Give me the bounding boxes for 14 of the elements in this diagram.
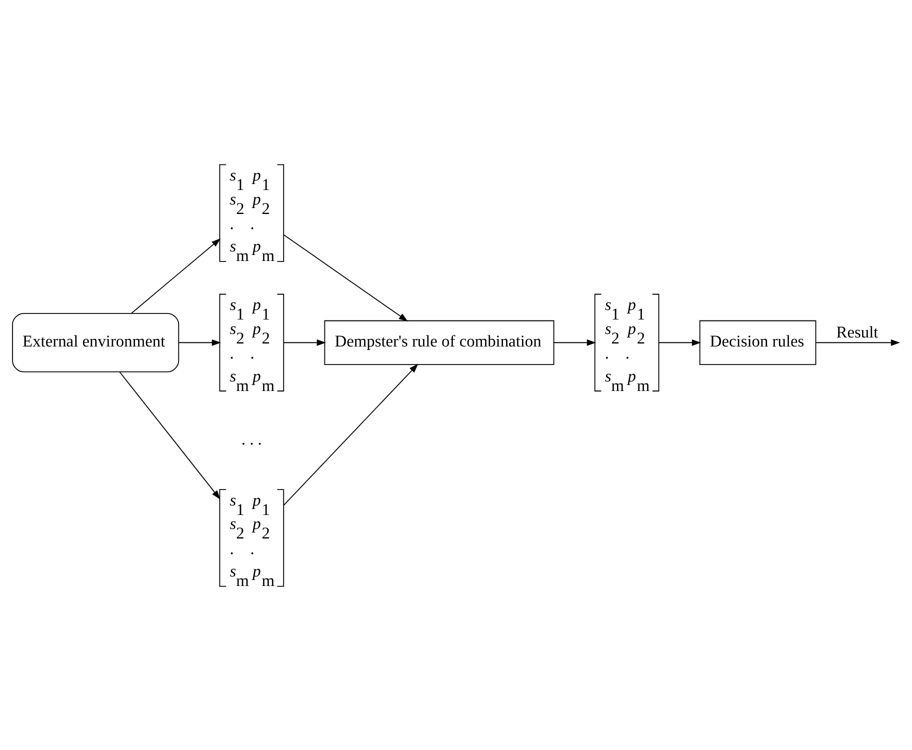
node-box: Decision rules xyxy=(699,320,816,364)
arrow xyxy=(658,338,702,346)
node-box: External environment xyxy=(12,312,180,372)
label: . . . xyxy=(241,428,262,448)
arrow xyxy=(553,338,596,346)
arrow xyxy=(283,363,418,506)
arrow xyxy=(178,338,222,346)
edge-label: Result xyxy=(836,322,878,342)
node-box: Dempster's rule of combination xyxy=(324,320,554,364)
arrow xyxy=(119,370,220,499)
arrow xyxy=(283,234,408,321)
arrow xyxy=(283,338,326,346)
arrow xyxy=(131,238,221,314)
arrow xyxy=(816,338,900,346)
